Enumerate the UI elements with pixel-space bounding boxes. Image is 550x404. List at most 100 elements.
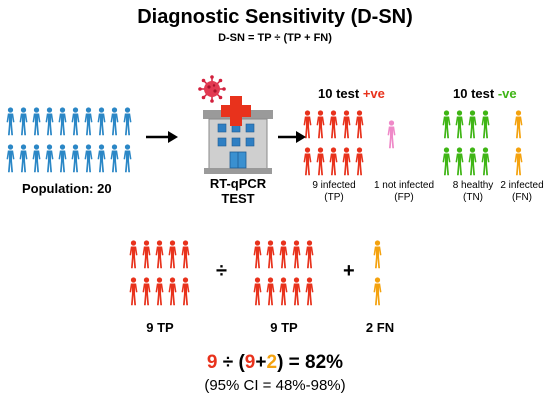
person-icon bbox=[110, 144, 119, 173]
test-label-line1: RT-qPCR bbox=[209, 176, 267, 191]
person-icon bbox=[97, 107, 106, 136]
person-icon bbox=[514, 147, 523, 176]
result-divide: ÷ ( bbox=[217, 352, 245, 373]
positive-prefix: 10 test bbox=[318, 86, 363, 101]
equation-left-group bbox=[129, 240, 190, 306]
person-icon bbox=[329, 110, 338, 139]
person-icon bbox=[342, 147, 351, 176]
person-icon bbox=[253, 277, 262, 306]
result-plus: + bbox=[255, 352, 267, 373]
person-icon bbox=[71, 107, 80, 136]
person-icon bbox=[279, 277, 288, 306]
virus-icon bbox=[198, 75, 226, 103]
arrow-right-icon bbox=[146, 131, 178, 143]
person-icon bbox=[71, 144, 80, 173]
person-icon bbox=[266, 240, 275, 269]
person-icon bbox=[329, 147, 338, 176]
person-icon bbox=[442, 110, 451, 139]
result-numerator: 9 bbox=[206, 352, 218, 373]
person-icon bbox=[373, 240, 382, 269]
person-icon bbox=[19, 144, 28, 173]
person-icon bbox=[84, 107, 93, 136]
person-icon bbox=[19, 107, 28, 136]
person-icon bbox=[123, 144, 132, 173]
fn-caption: 2 infected (FN) bbox=[494, 180, 550, 204]
person-icon bbox=[58, 144, 67, 173]
person-icon bbox=[481, 110, 490, 139]
negative-heading: 10 test -ve bbox=[453, 86, 517, 101]
test-label-line2: TEST bbox=[221, 191, 255, 206]
person-icon bbox=[373, 277, 382, 306]
person-icon bbox=[129, 277, 138, 306]
person-icon bbox=[303, 110, 312, 139]
person-icon bbox=[303, 147, 312, 176]
divide-operator: ÷ bbox=[216, 260, 227, 282]
tn-group bbox=[442, 110, 490, 176]
tp-caption-line2: (TP) bbox=[324, 192, 344, 203]
fn-caption-line1: 2 infected bbox=[500, 180, 544, 191]
person-icon bbox=[305, 277, 314, 306]
test-label: RT-qPCR TEST bbox=[203, 176, 273, 206]
person-icon bbox=[6, 107, 15, 136]
fp-caption-line1: 1 not infected bbox=[373, 180, 435, 191]
window-icons bbox=[217, 123, 255, 147]
person-icon bbox=[253, 240, 262, 269]
person-icon bbox=[455, 110, 464, 139]
person-icon bbox=[292, 240, 301, 269]
fn-group bbox=[514, 110, 523, 176]
person-icon bbox=[279, 240, 288, 269]
formula-text: D-SN = TP ÷ (TP + FN) bbox=[218, 32, 332, 44]
tp-caption-line1: 9 infected bbox=[312, 180, 356, 191]
person-icon bbox=[316, 147, 325, 176]
result-ci: (95% CI = 48%-98%) bbox=[204, 377, 346, 394]
page-title: Diagnostic Sensitivity (D-SN) bbox=[137, 6, 413, 28]
person-icon bbox=[468, 147, 477, 176]
person-icon bbox=[32, 144, 41, 173]
result-fn: 2 bbox=[266, 352, 278, 373]
person-icon bbox=[58, 107, 67, 136]
person-icon bbox=[155, 277, 164, 306]
medical-cross-icon bbox=[221, 96, 251, 126]
person-icon bbox=[468, 110, 477, 139]
equation-right-group bbox=[373, 240, 382, 306]
equation-left-label: 9 TP bbox=[146, 320, 174, 335]
arrow-right-icon bbox=[278, 131, 306, 143]
fp-caption-line2: (FP) bbox=[394, 192, 414, 203]
result-tp: 9 bbox=[244, 352, 256, 373]
person-icon bbox=[168, 277, 177, 306]
tn-caption-line2: (TN) bbox=[463, 192, 483, 203]
person-icon bbox=[142, 240, 151, 269]
person-icon bbox=[181, 240, 190, 269]
tn-caption-line1: 8 healthy bbox=[452, 180, 494, 191]
person-icon bbox=[305, 240, 314, 269]
fp-caption: 1 not infected (FP) bbox=[366, 180, 442, 204]
person-icon bbox=[32, 107, 41, 136]
person-icon bbox=[442, 147, 451, 176]
tp-group bbox=[303, 110, 364, 176]
person-icon bbox=[292, 277, 301, 306]
plus-operator: + bbox=[343, 260, 355, 282]
person-icon bbox=[84, 144, 93, 173]
person-icon bbox=[342, 110, 351, 139]
person-icon bbox=[45, 144, 54, 173]
person-icon bbox=[355, 147, 364, 176]
population-group bbox=[6, 107, 132, 173]
equation-mid-label: 9 TP bbox=[270, 320, 298, 335]
person-icon bbox=[168, 240, 177, 269]
person-icon bbox=[266, 277, 275, 306]
person-icon bbox=[6, 144, 15, 173]
person-icon bbox=[142, 277, 151, 306]
person-icon bbox=[110, 107, 119, 136]
person-icon bbox=[387, 120, 396, 149]
person-icon bbox=[97, 144, 106, 173]
tp-caption: 9 infected (TP) bbox=[298, 180, 370, 204]
positive-heading: 10 test +ve bbox=[318, 86, 385, 101]
person-icon bbox=[316, 110, 325, 139]
negative-prefix: 10 test bbox=[453, 86, 498, 101]
person-icon bbox=[355, 110, 364, 139]
positive-sign: +ve bbox=[362, 86, 385, 101]
fn-caption-line2: (FN) bbox=[512, 192, 532, 203]
population-label: Population: 20 bbox=[22, 181, 112, 196]
person-icon bbox=[181, 277, 190, 306]
